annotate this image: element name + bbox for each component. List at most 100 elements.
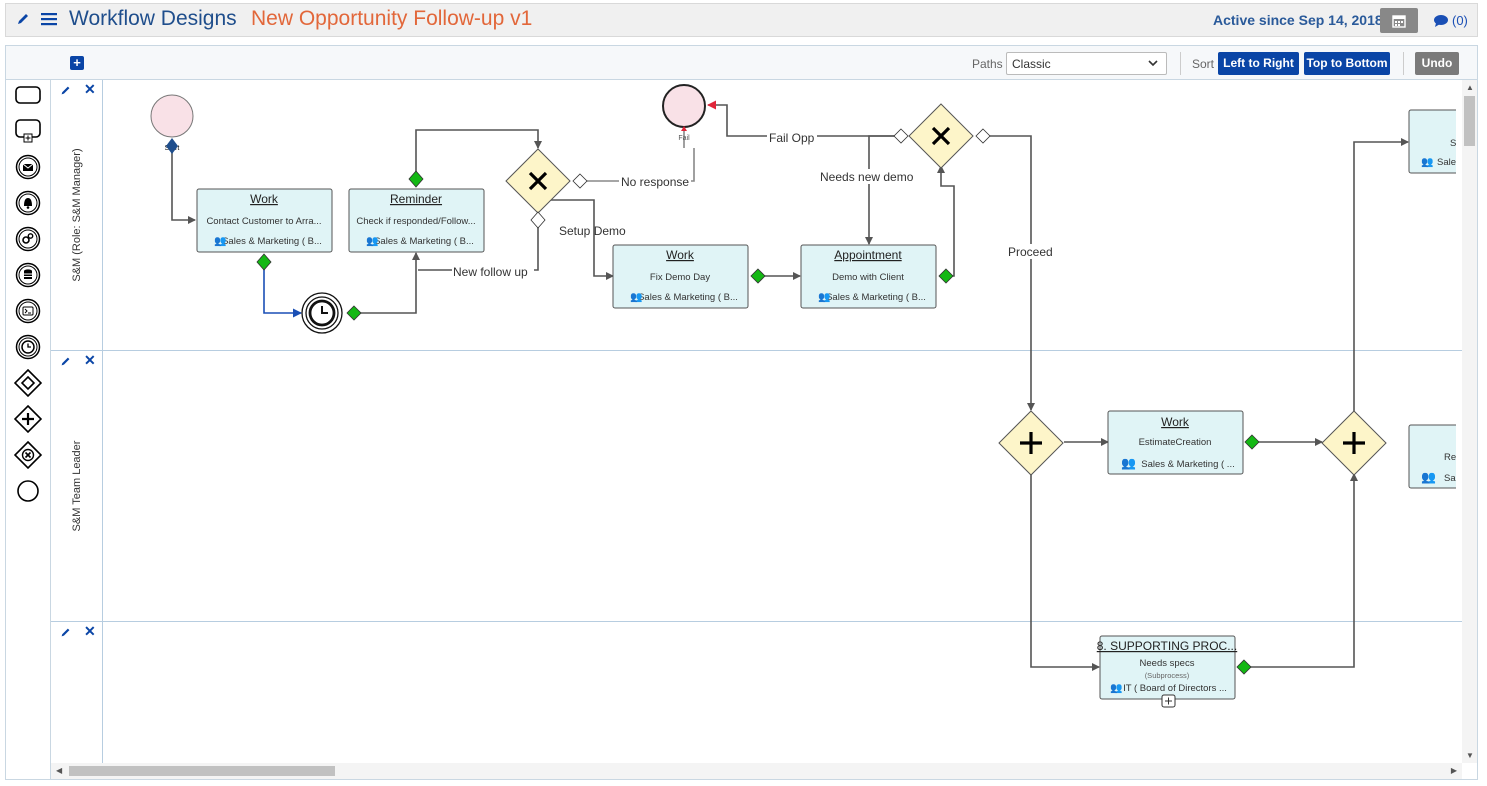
svg-text:Sales: Sales	[1437, 157, 1456, 168]
timer-event-icon[interactable]	[14, 333, 42, 361]
paths-label: Paths	[972, 57, 1003, 71]
flow-connector	[415, 129, 542, 179]
parallel-gateway-icon[interactable]	[14, 405, 42, 433]
svg-text:Reminder: Reminder	[390, 192, 442, 206]
script-event-icon[interactable]	[14, 297, 42, 325]
svg-text:Contact Customer to Arra...: Contact Customer to Arra...	[206, 216, 321, 227]
flow-connector	[865, 135, 899, 245]
connector-handle	[346, 305, 362, 321]
delete-lane-icon[interactable]: ✕	[84, 81, 96, 97]
paths-selected-value: Classic	[1012, 57, 1051, 71]
page-title: Workflow Designs	[69, 7, 237, 30]
paths-select[interactable]: Classic	[1006, 52, 1167, 75]
svg-text:Sales & Marketing ( B...: Sales & Marketing ( B...	[374, 236, 474, 247]
swimlane-sm-team-leader: ✕ S&M Team Leader	[51, 351, 1462, 622]
svg-text:Needs specs: Needs specs	[1140, 658, 1195, 669]
svg-text:Work: Work	[666, 248, 695, 262]
task-reminder[interactable]: Reminder Check if responded/Follow... Sa…	[348, 188, 485, 253]
users-icon: 👥	[1421, 470, 1436, 484]
workflow-designer: + Paths Classic Sort Left to Right Top t…	[5, 45, 1478, 780]
subprocess-shape-icon[interactable]	[14, 117, 42, 145]
signal-event-icon[interactable]	[14, 189, 42, 217]
delete-lane-icon[interactable]: ✕	[84, 623, 96, 639]
end-event-fail[interactable]	[662, 84, 706, 128]
task-appointment[interactable]: Appointment Demo with Client Sales & Mar…	[800, 244, 937, 309]
timer-event[interactable]	[301, 292, 343, 334]
edit-lane-icon[interactable]	[60, 354, 71, 372]
task-estimate-creation[interactable]: Work EstimateCreation Sales & Marketing …	[1107, 410, 1244, 475]
svg-text:Sales & Marketing ( B...: Sales & Marketing ( B...	[222, 236, 322, 247]
comments-link[interactable]: (0)	[1433, 13, 1468, 28]
exclusive-gateway[interactable]	[908, 103, 974, 169]
task-contact-customer[interactable]: Work Contact Customer to Arra... Sales &…	[196, 188, 333, 253]
flow-label: Needs new demo	[820, 170, 914, 184]
flow-connector	[263, 262, 302, 318]
lane-header: ✕ S&M Team Leader	[51, 351, 103, 621]
users-icon: 👥	[1421, 157, 1433, 168]
workflow-name: New Opportunity Follow-up v1	[251, 7, 533, 30]
message-event-icon[interactable]	[14, 153, 42, 181]
scroll-left-icon[interactable]: ◀	[56, 766, 63, 775]
connector-handle	[1236, 659, 1252, 675]
connector-handle	[256, 253, 272, 271]
task-partial-lower[interactable]: Revi Sale 👥	[1408, 424, 1456, 489]
flow-connector	[1353, 138, 1409, 411]
scroll-up-icon[interactable]: ▲	[1466, 83, 1474, 92]
svg-text:EstimateCreation: EstimateCreation	[1139, 437, 1212, 448]
page-header: Workflow Designs New Opportunity Follow-…	[5, 3, 1478, 37]
toolbar-divider	[1180, 52, 1181, 75]
flow-connector	[937, 165, 955, 277]
connector-handle	[408, 170, 424, 188]
exclusive-gateway[interactable]	[505, 148, 571, 214]
edit-icon[interactable]	[16, 12, 30, 31]
menu-icon[interactable]	[41, 12, 57, 31]
shape-palette	[6, 80, 51, 779]
svg-text:(Subprocess): (Subprocess)	[1145, 671, 1190, 680]
scroll-thumb[interactable]	[69, 766, 335, 776]
svg-text:Sales & Marketing ( ...: Sales & Marketing ( ...	[1141, 459, 1234, 470]
edit-lane-icon[interactable]	[60, 83, 71, 101]
sort-left-to-right-button[interactable]: Left to Right	[1218, 52, 1299, 75]
connector-handle	[938, 268, 954, 284]
svg-text:Fix Demo Day: Fix Demo Day	[650, 272, 710, 283]
parallel-gateway[interactable]	[998, 410, 1064, 476]
undo-button[interactable]: Undo	[1415, 52, 1459, 75]
complex-gateway-icon[interactable]	[14, 441, 42, 469]
start-event[interactable]	[150, 94, 194, 138]
task-fix-demo-day[interactable]: Work Fix Demo Day Sales & Marketing ( B.…	[612, 244, 749, 309]
swimlane-third: ✕	[51, 622, 1462, 763]
diagram-canvas: Start Fail Work Contact Customer to Arra…	[150, 84, 1456, 708]
edit-lane-icon[interactable]	[60, 625, 71, 643]
calendar-button[interactable]	[1380, 8, 1418, 33]
arrow-in-marker	[681, 126, 687, 131]
delete-lane-icon[interactable]: ✕	[84, 352, 96, 368]
add-lane-button[interactable]: +	[70, 56, 84, 70]
scroll-down-icon[interactable]: ▼	[1466, 751, 1474, 760]
scroll-right-icon[interactable]: ▶	[1450, 766, 1457, 775]
svg-text:8. SUPPORTING PROC...: 8. SUPPORTING PROC...	[1097, 639, 1237, 653]
data-event-icon[interactable]	[14, 261, 42, 289]
sort-top-to-bottom-button[interactable]: Top to Bottom	[1304, 52, 1390, 75]
users-icon: 👥	[1110, 683, 1122, 694]
parallel-gateway[interactable]	[1321, 410, 1387, 476]
scroll-thumb[interactable]	[1464, 96, 1475, 146]
sort-label: Sort	[1192, 57, 1215, 71]
flow-label: New follow up	[453, 265, 528, 279]
horizontal-scrollbar[interactable]: ◀ ▶	[51, 763, 1462, 779]
connector-handle	[750, 268, 766, 284]
svg-text:Sales & Marketing ( B...: Sales & Marketing ( B...	[638, 292, 738, 303]
flow-connector	[538, 199, 614, 280]
users-icon: 👥	[1121, 456, 1136, 470]
task-partial-upper[interactable]: Se Sales 👥	[1408, 109, 1456, 174]
connector-handle	[1244, 434, 1260, 450]
exclusive-gateway-icon[interactable]	[14, 369, 42, 397]
task-shape-icon[interactable]	[14, 81, 42, 109]
service-event-icon[interactable]	[14, 225, 42, 253]
connector-handle[interactable]	[166, 138, 178, 154]
connector-handle	[572, 173, 588, 189]
end-event-icon[interactable]	[14, 477, 42, 505]
connector-handle	[975, 128, 991, 144]
flow-connector	[1030, 474, 1100, 671]
vertical-scrollbar[interactable]: ▲ ▼	[1462, 80, 1477, 763]
subprocess-supporting[interactable]: 8. SUPPORTING PROC... Needs specs (Subpr…	[1097, 635, 1237, 708]
